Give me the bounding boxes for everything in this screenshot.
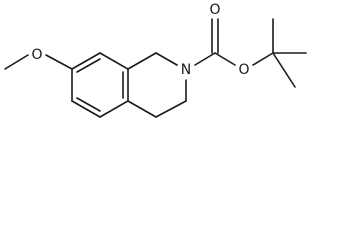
methoxy-oxygen-label: O (31, 47, 42, 63)
bond-ring-b1 (127, 52, 157, 70)
carbonyl-oxygen-label: O (209, 2, 220, 18)
structure-diagram: O N O O (4, 2, 307, 118)
bond-ring-a4 (99, 100, 129, 118)
bond-ring-a2 (99, 52, 129, 70)
bond-ring-a5-inner (76, 97, 101, 112)
bond-carbonyl-c-ester-o (214, 52, 236, 66)
bond-n-carbonyl-c (194, 52, 216, 66)
bond-ring-b2 (155, 52, 178, 66)
bond-ring-a1-inner (76, 58, 101, 73)
bond-ring-a1 (71, 52, 101, 70)
ring-nitrogen-label: N (181, 62, 191, 78)
bond-methoxy-o-aryl (45, 54, 73, 70)
bond-ring-b4 (155, 100, 187, 118)
bond-ring-b5 (127, 100, 157, 118)
ester-oxygen-label: O (238, 62, 249, 78)
bond-methyl-methoxy-o (4, 54, 29, 70)
bond-ring-a5 (71, 100, 101, 118)
bond-tbutyl-methyl-down (272, 52, 296, 88)
bond-ester-o-tbutyl-c (252, 52, 274, 66)
